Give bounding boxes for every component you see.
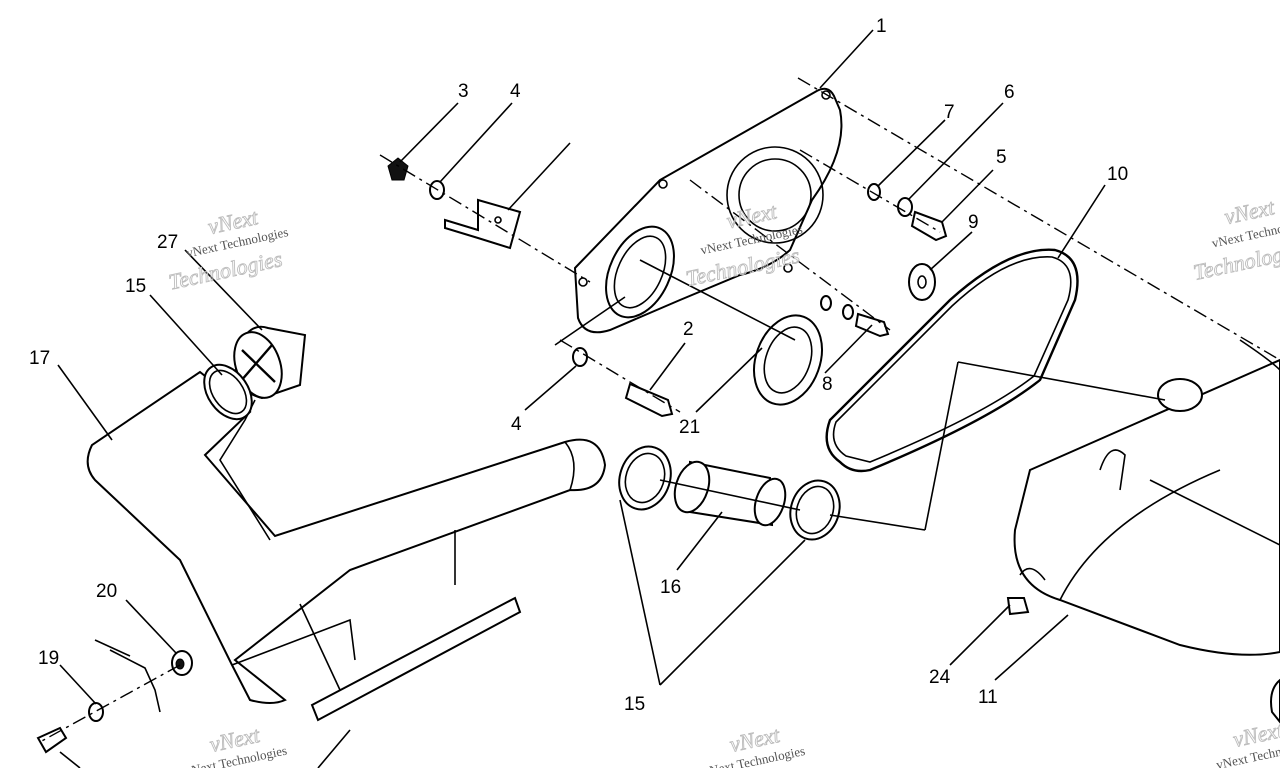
small-clip (94, 639, 161, 713)
corner-part-bottom-right (1270, 678, 1280, 724)
callout-6: 6 (1004, 82, 1015, 103)
callout-20: 20 (96, 581, 117, 602)
callout-15-bottom: 15 (624, 694, 645, 715)
callout-numbers: 1 2 3 4 4 5 6 7 8 9 10 11 15 15 16 17 19… (29, 16, 1128, 715)
mounting-strip (310, 596, 522, 722)
callout-17: 17 (29, 348, 50, 369)
nut-part-3 (387, 157, 409, 181)
assembly-lines (39, 77, 1280, 743)
watermark-bottom-right: vNext vNext Technologies (1215, 716, 1280, 768)
clamp-part-15-middle (618, 445, 672, 511)
bolt-part-24 (1006, 597, 1030, 616)
bracket (444, 198, 522, 250)
callout-4-bottom: 4 (511, 414, 522, 435)
washer-part-4-bottom (572, 347, 588, 367)
clutch-housing-part-11 (1013, 339, 1280, 656)
callout-27: 27 (157, 232, 178, 253)
callout-9: 9 (968, 212, 979, 233)
washers-bolt-part-8 (820, 295, 890, 338)
callout-16: 16 (660, 577, 681, 598)
callout-3: 3 (458, 81, 469, 102)
drive-belt-part-10 (825, 248, 1079, 473)
callout-24: 24 (929, 667, 951, 688)
washer-part-9 (908, 263, 936, 301)
watermark-bottom-center: vNext vNext Technologies (702, 721, 807, 768)
callout-4-top: 4 (510, 81, 521, 102)
callout-8: 8 (822, 374, 833, 395)
seal-part-21 (753, 314, 823, 406)
sleeve-part-16 (673, 460, 787, 527)
callout-5: 5 (996, 147, 1007, 168)
washer-part-6 (897, 197, 913, 217)
callout-19: 19 (38, 648, 59, 669)
callout-7: 7 (944, 102, 955, 123)
washer-part-19 (88, 702, 104, 722)
callout-1: 1 (876, 16, 887, 37)
callout-15-left: 15 (125, 276, 146, 297)
watermark-right: vNext vNext Technologies Technologies (1191, 194, 1280, 286)
callout-21: 21 (679, 417, 700, 438)
bolt-part-5 (910, 210, 948, 242)
clamp-part-15-right (789, 479, 841, 541)
clamp-part-15-left (203, 363, 253, 421)
washer-part-7 (867, 183, 881, 201)
callout-2: 2 (683, 319, 694, 340)
leader-lines (57, 29, 1106, 768)
bolt-part-19 (36, 726, 68, 754)
callout-11: 11 (978, 687, 998, 708)
bolt-part-2 (624, 382, 674, 418)
callout-10: 10 (1107, 164, 1128, 185)
intake-tube-part-17 (86, 370, 607, 704)
spacer-part-20 (171, 650, 193, 676)
watermark-bottom-left: vNext vNext Technologies (183, 721, 288, 768)
watermark-big: Technologies (166, 246, 284, 294)
